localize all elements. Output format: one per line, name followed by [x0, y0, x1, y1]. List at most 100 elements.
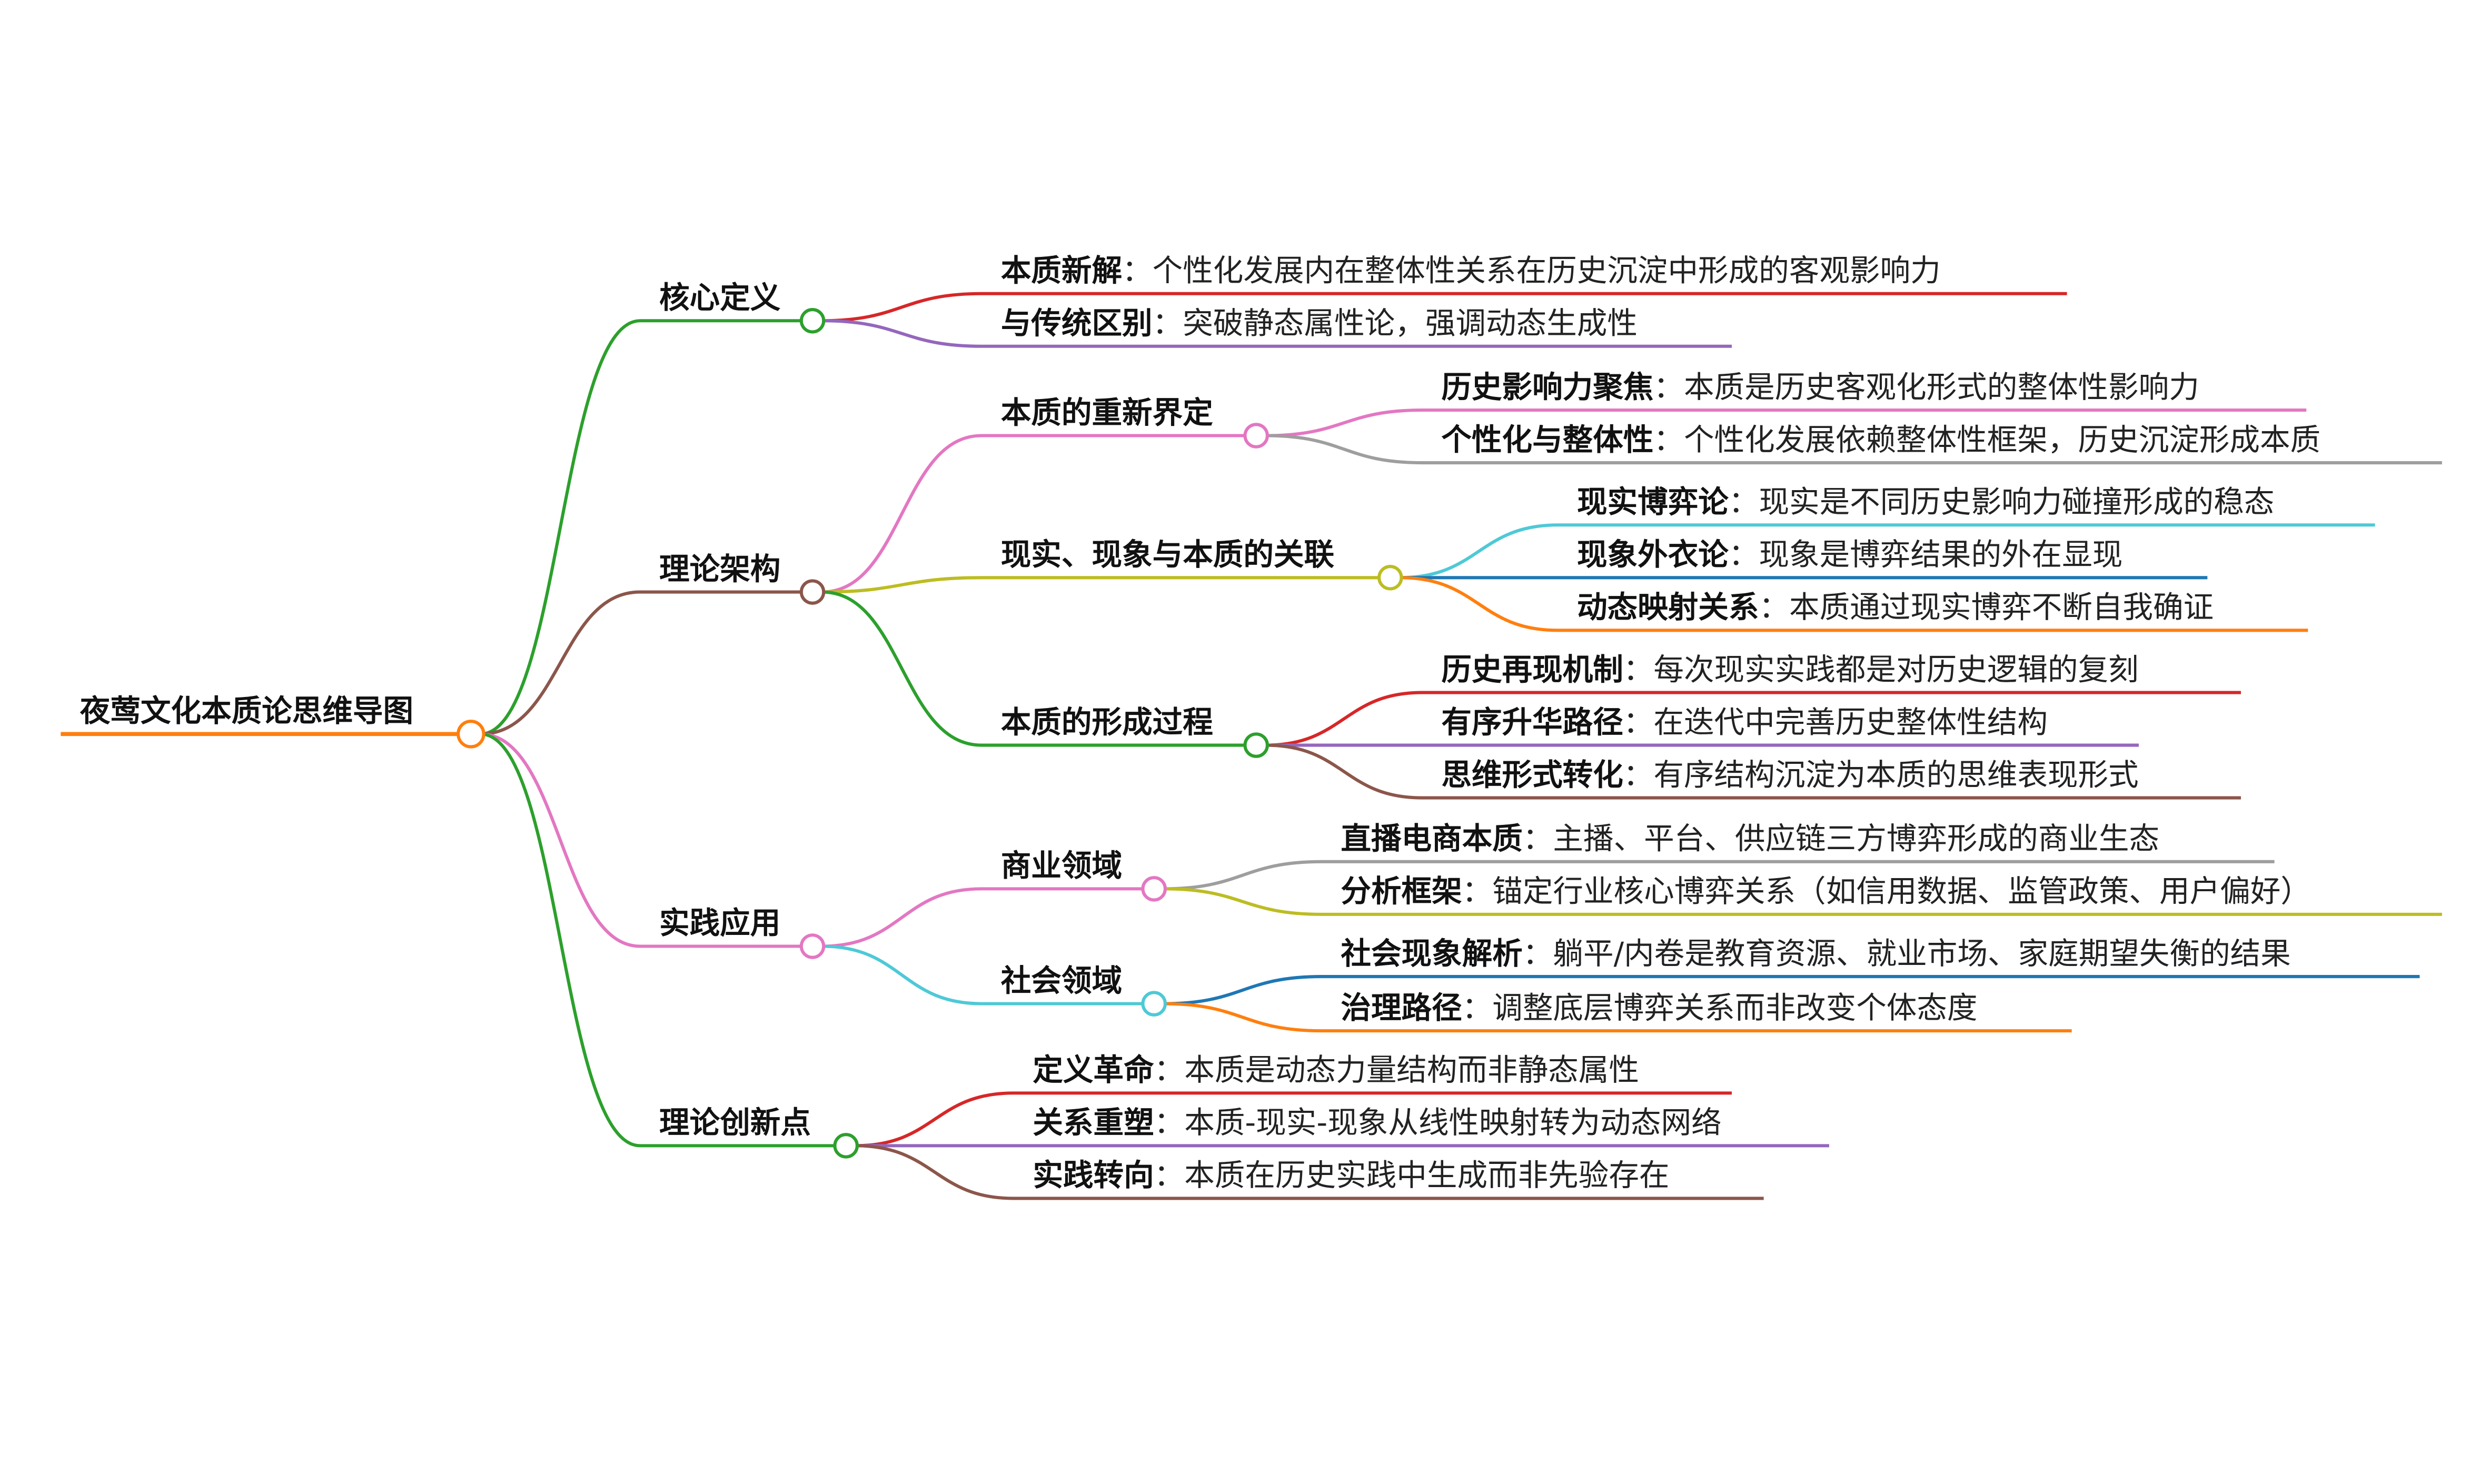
separator: ： [1154, 1105, 1185, 1140]
separator: ： [1122, 253, 1153, 288]
topic-title: 现象外衣论 [1577, 537, 1729, 572]
collapse-toggle-icon[interactable] [1377, 565, 1403, 591]
topic-title: 与传统区别 [1001, 306, 1153, 341]
collapse-toggle-icon[interactable] [799, 308, 826, 334]
branch-line [1163, 860, 2275, 891]
leaf-node-text[interactable]: 有序升华路径：在迭代中完善历史整体性结构 [1441, 704, 2048, 740]
topic-description: 躺平/内卷是教育资源、就业市场、家庭期望失衡的结果 [1553, 936, 2290, 971]
branch-line [1265, 743, 2241, 800]
separator: ： [1623, 704, 1654, 740]
branch-line [480, 732, 803, 948]
leaf-node-text[interactable]: 历史影响力聚焦：本质是历史客观化形式的整体性影响力 [1441, 370, 2199, 405]
branch-line [822, 292, 2067, 323]
topic-description: 在迭代中完善历史整体性结构 [1653, 704, 2048, 740]
topic-title: 社会领域 [1001, 963, 1122, 998]
topic-title: 本质的形成过程 [1001, 704, 1213, 740]
topic-title: 本质的重新界定 [1001, 395, 1213, 430]
topic-description: 本质通过现实博弈不断自我确证 [1789, 590, 2214, 625]
leaf-node-text[interactable]: 现象外衣论：现象是博弈结果的外在显现 [1577, 537, 2122, 572]
topic-label[interactable]: 本质的形成过程 [1001, 704, 1213, 740]
branch-line [855, 1144, 1764, 1200]
leaf-node-text[interactable]: 关系重塑：本质-现实-现象从线性映射转为动态网络 [1033, 1105, 1721, 1140]
branch-line [480, 319, 803, 736]
topic-title: 动态映射关系 [1577, 590, 1759, 625]
branch-line [855, 1091, 1732, 1148]
topic-description: 突破静态属性论，强调动态生成性 [1183, 306, 1638, 341]
separator: ： [1729, 484, 1759, 520]
topic-description: 主播、平台、供应链三方博弈形成的商业生态 [1553, 821, 2159, 856]
collapse-toggle-icon[interactable] [1243, 732, 1269, 758]
topic-title: 现实博弈论 [1577, 484, 1729, 520]
separator: ： [1759, 590, 1789, 625]
topic-label[interactable]: 商业领域 [1001, 848, 1122, 883]
leaf-node-text[interactable]: 定义革命：本质是动态力量结构而非静态属性 [1033, 1052, 1639, 1088]
leaf-node-text[interactable]: 实践转向：本质在历史实践中生成而非先验存在 [1033, 1158, 1669, 1193]
branch-line [1400, 576, 2308, 632]
leaf-node-text[interactable]: 个性化与整体性：个性化发展依赖整体性框架，历史沉淀形成本质 [1441, 422, 2320, 457]
topic-title: 夜莺文化本质论思维导图 [80, 693, 413, 729]
leaf-node-text[interactable]: 与传统区别：突破静态属性论，强调动态生成性 [1001, 306, 1638, 341]
branch-line [480, 732, 837, 1148]
topic-title: 理论创新点 [659, 1105, 811, 1140]
collapse-toggle-icon[interactable] [1141, 991, 1167, 1017]
topic-title: 历史再现机制 [1441, 652, 1623, 687]
leaf-node-text[interactable]: 治理路径：调整底层博弈关系而非改变个体态度 [1341, 990, 1977, 1025]
topic-title: 有序升华路径 [1441, 704, 1623, 740]
topic-title: 分析框架 [1341, 874, 1462, 909]
branch-line [822, 319, 1732, 348]
branch-line [480, 590, 803, 736]
leaf-node-text[interactable]: 本质新解：个性化发展内在整体性关系在历史沉淀中形成的客观影响力 [1001, 253, 1941, 288]
collapse-toggle-icon[interactable] [1243, 423, 1269, 449]
topic-label[interactable]: 本质的重新界定 [1001, 395, 1213, 430]
topic-title: 定义革命 [1033, 1052, 1154, 1088]
collapse-toggle-icon[interactable] [1141, 876, 1167, 902]
topic-description: 现实是不同历史影响力碰撞形成的稳态 [1759, 484, 2274, 520]
topic-title: 核心定义 [659, 280, 781, 315]
topic-description: 个性化发展依赖整体性框架，历史沉淀形成本质 [1684, 422, 2320, 457]
topic-label[interactable]: 社会领域 [1001, 963, 1122, 998]
separator: ： [1729, 537, 1759, 572]
branch-line [822, 887, 1145, 948]
topic-label[interactable]: 核心定义 [659, 280, 781, 315]
collapse-toggle-icon[interactable] [799, 579, 826, 605]
topic-title: 理论架构 [659, 551, 780, 586]
branch-line [822, 944, 1145, 1005]
topic-description: 本质-现实-现象从线性映射转为动态网络 [1184, 1105, 1721, 1140]
topic-label[interactable]: 夜莺文化本质论思维导图 [80, 693, 413, 729]
leaf-node-text[interactable]: 社会现象解析：躺平/内卷是教育资源、就业市场、家庭期望失衡的结果 [1341, 936, 2290, 971]
separator: ： [1462, 990, 1493, 1025]
topic-description: 现象是博弈结果的外在显现 [1759, 537, 2122, 572]
leaf-node-text[interactable]: 历史再现机制：每次现实实践都是对历史逻辑的复刻 [1441, 652, 2138, 687]
topic-title: 本质新解 [1001, 253, 1122, 288]
branch-line [822, 576, 1381, 594]
branch-line [1265, 408, 2307, 437]
topic-label[interactable]: 现实、现象与本质的关联 [1001, 537, 1335, 572]
collapse-toggle-icon[interactable] [833, 1133, 859, 1159]
topic-description: 每次现实实践都是对历史逻辑的复刻 [1653, 652, 2138, 687]
topic-description: 本质是动态力量结构而非静态属性 [1184, 1052, 1639, 1088]
collapse-toggle-icon[interactable] [457, 720, 485, 749]
topic-description: 有序结构沉淀为本质的思维表现形式 [1653, 757, 2138, 792]
topic-title: 个性化与整体性 [1441, 422, 1653, 457]
branch-line [1400, 523, 2375, 580]
leaf-node-text[interactable]: 分析框架：锚定行业核心博弈关系（如信用数据、监管政策、用户偏好） [1341, 874, 2311, 909]
branch-line [1163, 887, 2442, 916]
separator: ： [1462, 874, 1493, 909]
branch-links [61, 292, 2442, 1200]
leaf-node-text[interactable]: 直播电商本质：主播、平台、供应链三方博弈形成的商业生态 [1341, 821, 2159, 856]
mind-map-nodes: 夜莺文化本质论思维导图 核心定义 本质新解：个性化发展内在整体性关系在历史沉淀中形成… [80, 253, 2320, 1193]
topic-description: 本质在历史实践中生成而非先验存在 [1184, 1158, 1669, 1193]
collapse-toggle-icon[interactable] [799, 933, 826, 959]
separator: ： [1653, 370, 1684, 405]
leaf-node-text[interactable]: 思维形式转化：有序结构沉淀为本质的思维表现形式 [1441, 757, 2138, 792]
topic-label[interactable]: 理论创新点 [659, 1105, 811, 1140]
topic-description: 本质是历史客观化形式的整体性影响力 [1684, 370, 2199, 405]
separator: ： [1623, 652, 1654, 687]
separator: ： [1523, 936, 1553, 971]
separator: ： [1653, 422, 1684, 457]
branch-line [1265, 691, 2241, 747]
leaf-node-text[interactable]: 现实博弈论：现实是不同历史影响力碰撞形成的稳态 [1577, 484, 2274, 520]
topic-label[interactable]: 实践应用 [659, 905, 780, 941]
leaf-node-text[interactable]: 动态映射关系：本质通过现实博弈不断自我确证 [1577, 590, 2214, 625]
topic-label[interactable]: 理论架构 [659, 551, 780, 586]
